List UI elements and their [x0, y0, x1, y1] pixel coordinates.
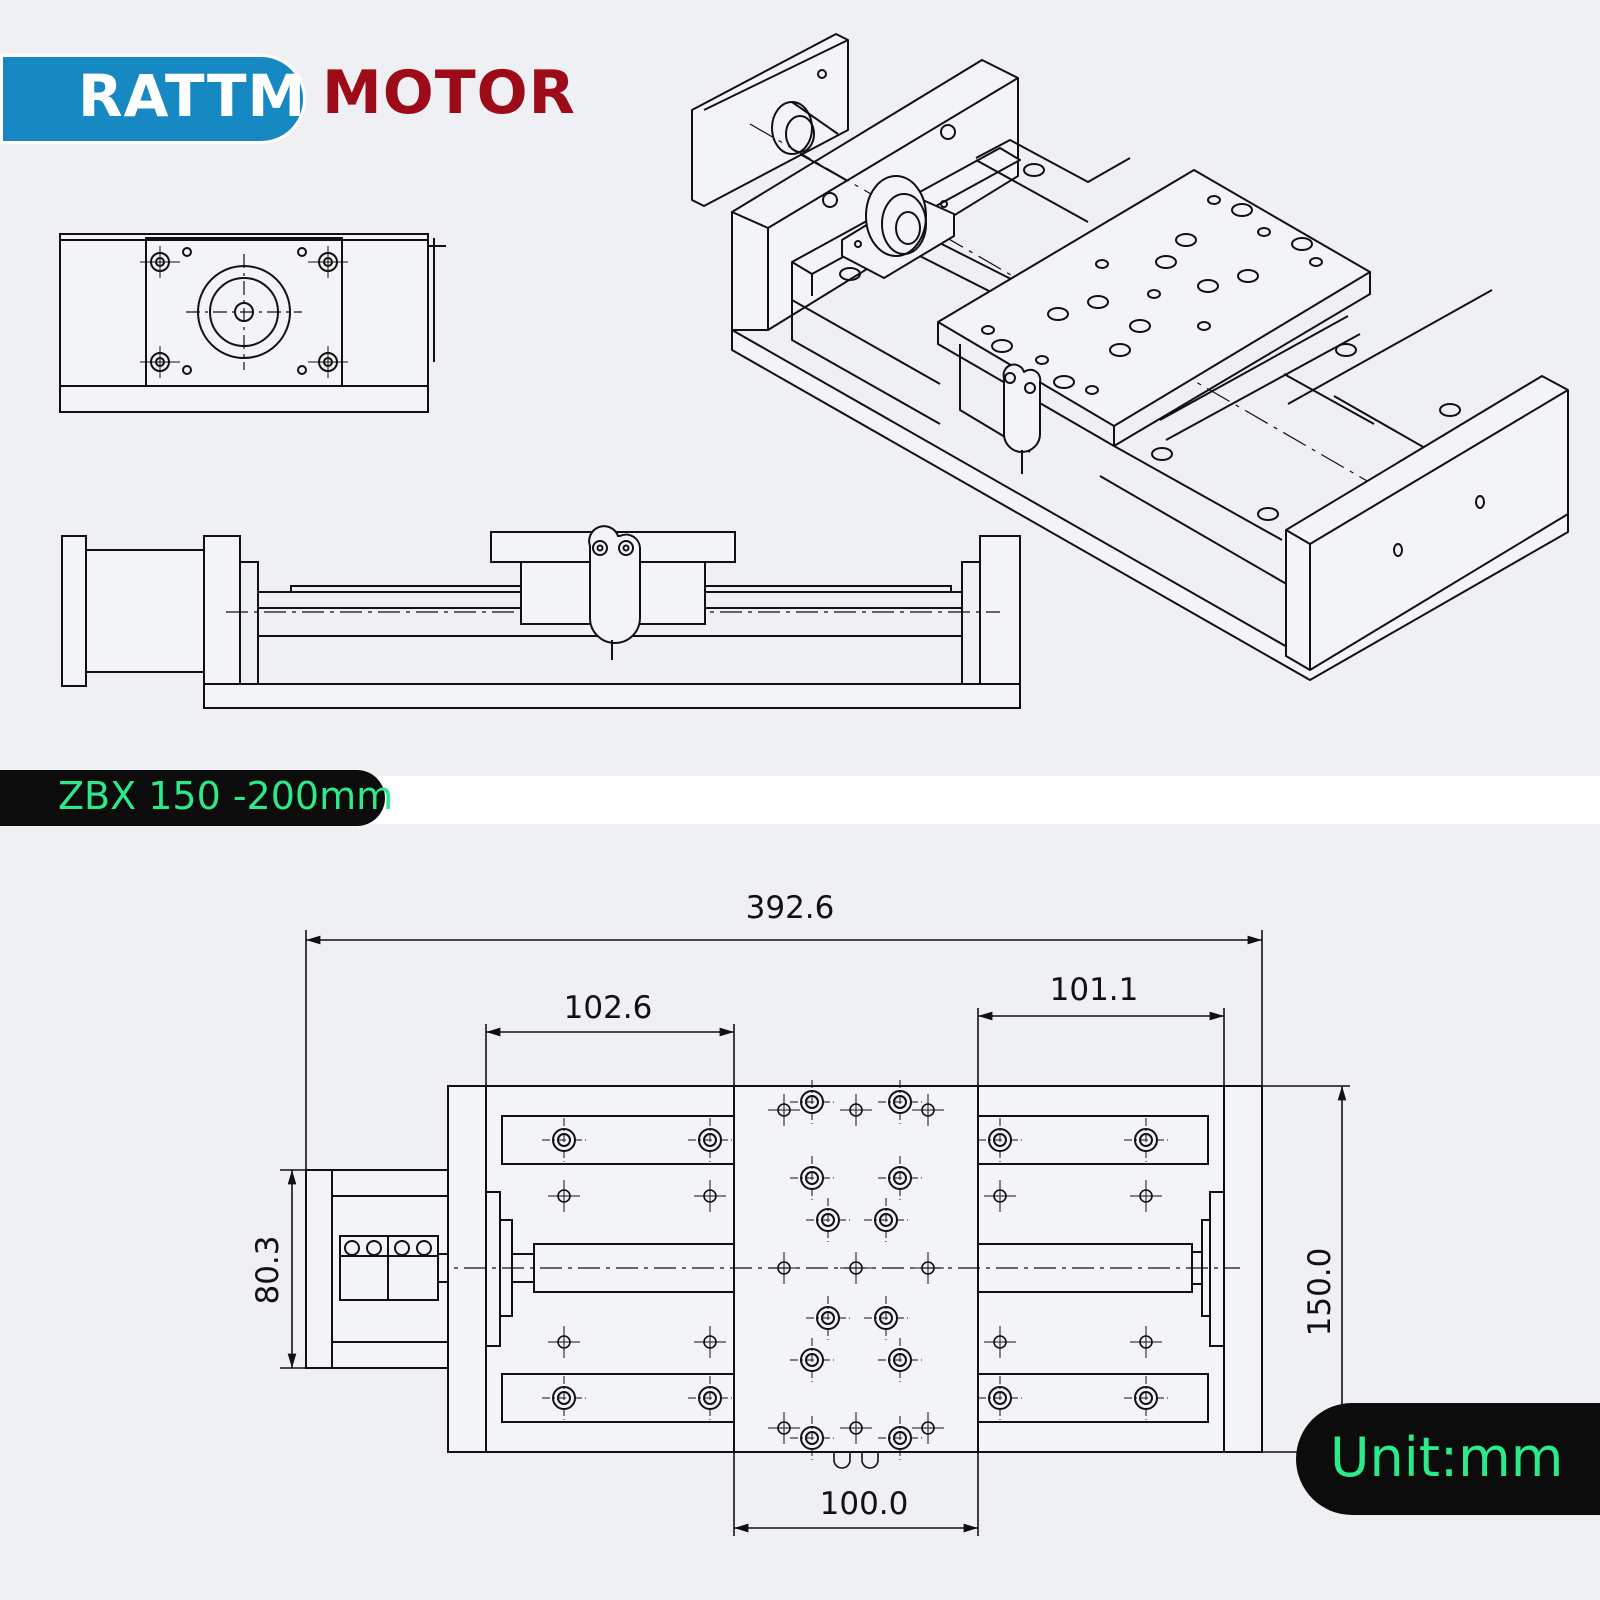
- counterbore-hole: [978, 1118, 1022, 1162]
- counterbore-hole: [542, 1118, 586, 1162]
- counterbore-hole: [1124, 1118, 1168, 1162]
- counterbore-hole: [878, 1156, 922, 1200]
- counterbore-hole: [864, 1296, 908, 1340]
- end-view: [59, 233, 446, 413]
- counterbore-hole: [878, 1416, 922, 1460]
- dimension-labels: 392.6 102.6 101.1 100.0 80.3 150.0: [250, 890, 1338, 1522]
- tapped-hole: [548, 1326, 580, 1358]
- tapped-hole: [694, 1180, 726, 1212]
- counterbore-hole: [878, 1338, 922, 1382]
- tapped-hole: [984, 1180, 1016, 1212]
- side-view-limit-sensor: [588, 525, 641, 660]
- counterbore-hole: [542, 1376, 586, 1420]
- tapped-hole: [984, 1326, 1016, 1358]
- counterbore-hole: [790, 1080, 834, 1124]
- counterbore-hole: [790, 1416, 834, 1460]
- tapped-hole: [912, 1252, 944, 1284]
- tapped-hole: [694, 1326, 726, 1358]
- dim-overall-width: 150.0: [1302, 1248, 1338, 1337]
- unit-label: Unit:mm: [1330, 1426, 1564, 1489]
- tapped-hole: [912, 1412, 944, 1444]
- dim-overall-length: 392.6: [746, 890, 835, 926]
- counterbore-hole: [806, 1296, 850, 1340]
- counterbore-hole: [1124, 1376, 1168, 1420]
- isometric-view: [691, 33, 1569, 681]
- tapped-hole: [840, 1412, 872, 1444]
- sensor-tab: [833, 1452, 879, 1469]
- tapped-hole: [768, 1412, 800, 1444]
- tapped-hole: [768, 1252, 800, 1284]
- top-view: [305, 1080, 1263, 1469]
- dim-left-segment: 102.6: [564, 990, 653, 1026]
- tapped-hole: [548, 1180, 580, 1212]
- tapped-hole: [840, 1094, 872, 1126]
- unit-badge: [1296, 1403, 1600, 1515]
- counterbore-hole: [688, 1376, 732, 1420]
- dim-right-segment: 101.1: [1050, 972, 1139, 1008]
- model-title: ZBX 150 -200mm: [58, 774, 394, 818]
- dim-motor-height: 80.3: [250, 1235, 286, 1304]
- tapped-hole: [912, 1094, 944, 1126]
- rattm-logo-text: RATTM: [78, 62, 307, 130]
- motor-logo-text: MOTOR: [322, 58, 576, 128]
- dim-carriage-width: 100.0: [820, 1486, 909, 1522]
- counterbore-hole: [688, 1118, 732, 1162]
- counterbore-hole: [864, 1198, 908, 1242]
- counterbore-hole: [806, 1198, 850, 1242]
- rattm-logo-badge: [0, 54, 306, 144]
- tapped-hole: [1130, 1180, 1162, 1212]
- end-view-bolt-holes: [140, 246, 348, 378]
- carriage-holes: [981, 195, 1323, 395]
- title-pill: [0, 770, 385, 826]
- dimension-lines: [280, 930, 1350, 1536]
- side-view: [61, 525, 1021, 709]
- tapped-hole: [1130, 1326, 1162, 1358]
- counterbore-hole: [878, 1080, 922, 1124]
- tapped-hole: [768, 1094, 800, 1126]
- counterbore-hole: [790, 1156, 834, 1200]
- counterbore-hole: [978, 1376, 1022, 1420]
- mounting-holes: [542, 1080, 1168, 1469]
- tapped-hole: [840, 1252, 872, 1284]
- rattm-logo: RATTM: [0, 54, 310, 144]
- counterbore-hole: [790, 1338, 834, 1382]
